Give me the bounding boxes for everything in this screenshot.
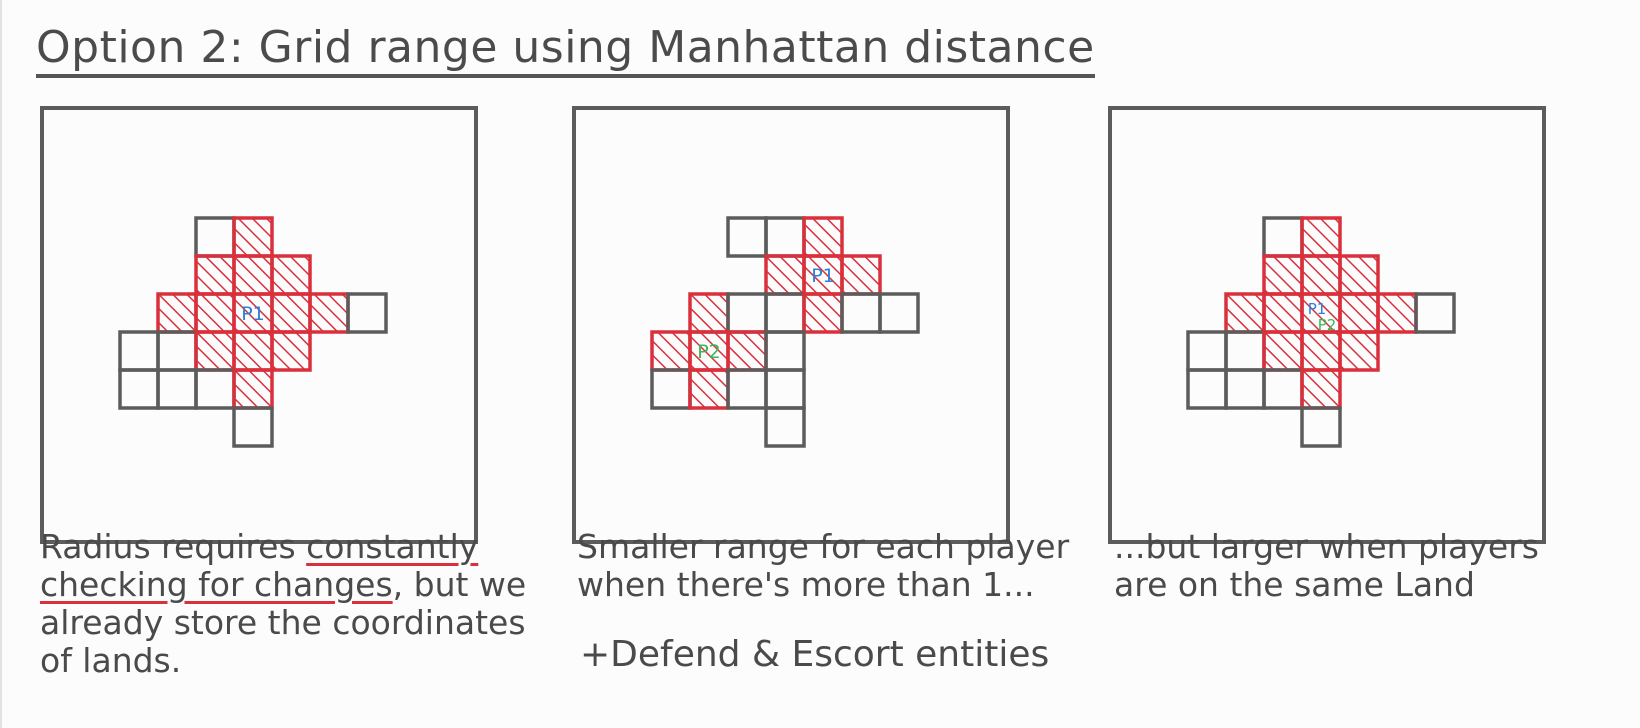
player-marker-p1: P1 [1308,300,1327,318]
range-cell [1262,292,1304,334]
caption-text: Smaller range for each player [577,527,1070,566]
land-cell [764,292,806,334]
land-cell [118,368,160,410]
defend-escort-note: +Defend & Escort entities [580,634,1050,675]
land-cell [194,216,236,258]
panel-single-player: P1 [40,106,478,544]
land-cell [270,330,312,372]
caption-text: of lands. [40,641,182,680]
range-cell [232,368,274,410]
range-cell [764,254,806,296]
caption-line: are on the same Land [1114,566,1539,604]
land-cell [1338,330,1380,372]
land-cell [1262,368,1304,410]
land-cell [650,368,692,410]
land-cell [1262,216,1304,258]
land-cell [232,406,274,448]
land-cell [764,368,806,410]
caption-line: of lands. [40,642,526,680]
caption-line: Radius requires constantly [40,528,526,566]
land-cell [1300,406,1342,448]
land-cell [764,406,806,448]
range-cell [650,330,692,372]
land-cell [726,292,768,334]
caption-text: are on the same Land [1114,565,1475,604]
player-marker-p2: P2 [1318,316,1337,334]
land-cell [1224,330,1266,372]
caption-line: Smaller range for each player [577,528,1069,566]
range-cell [1300,330,1342,372]
range-cell [308,292,350,334]
land-cell [118,330,160,372]
land-cell [346,292,388,334]
range-cell [1224,292,1266,334]
range-cell [688,368,730,410]
range-cell [726,330,768,372]
land-cell [1224,368,1266,410]
range-cell [156,292,198,334]
range-cell [1338,254,1380,296]
caption-text: already store the coordinates [40,603,526,642]
range-cell [1262,254,1304,296]
player-marker-p1: P1 [811,265,835,287]
range-cell [270,330,312,372]
range-cell [1262,330,1304,372]
player-marker-p2: P2 [697,341,721,363]
grid-single-player: P1 [118,216,388,448]
land-cell [1186,368,1228,410]
land-cell [1414,292,1456,334]
player-marker-p1: P1 [241,303,265,325]
range-cell [194,254,236,296]
caption-text: , but we [392,565,527,604]
range-cell [194,292,236,334]
range-cell [1300,254,1342,296]
range-cell [1376,292,1418,334]
caption-line: when there's more than 1... [577,566,1069,604]
caption-line: checking for changes, but we [40,566,526,604]
land-cell [726,216,768,258]
land-cell [726,368,768,410]
land-cell [194,368,236,410]
land-cell [156,330,198,372]
land-cell [878,292,920,334]
range-cell [232,216,274,258]
range-cell [802,292,844,334]
land-cell [156,368,198,410]
caption-text: when there's more than 1... [577,565,1035,604]
land-cell [1186,330,1228,372]
page-title: Option 2: Grid range using Manhattan dis… [36,22,1095,78]
range-cell [802,216,844,258]
caption-emphasis: checking for changes [40,565,393,604]
caption-text: Radius requires [40,527,307,566]
caption-line: ...but larger when players [1114,528,1539,566]
range-cell [1338,330,1380,372]
land-cell [764,330,806,372]
range-cell [1300,216,1342,258]
land-cell [840,292,882,334]
range-cell [1300,368,1342,410]
caption-emphasis: constantly [306,527,479,566]
range-cell [688,292,730,334]
range-cell [1338,292,1380,334]
caption-text: ...but larger when players [1114,527,1539,566]
range-cell [232,254,274,296]
land-cell [764,216,806,258]
range-cell [270,292,312,334]
range-cell [194,330,236,372]
range-cell [232,330,274,372]
range-cell [270,254,312,296]
caption-line: already store the coordinates [40,604,526,642]
range-cell [840,254,882,296]
